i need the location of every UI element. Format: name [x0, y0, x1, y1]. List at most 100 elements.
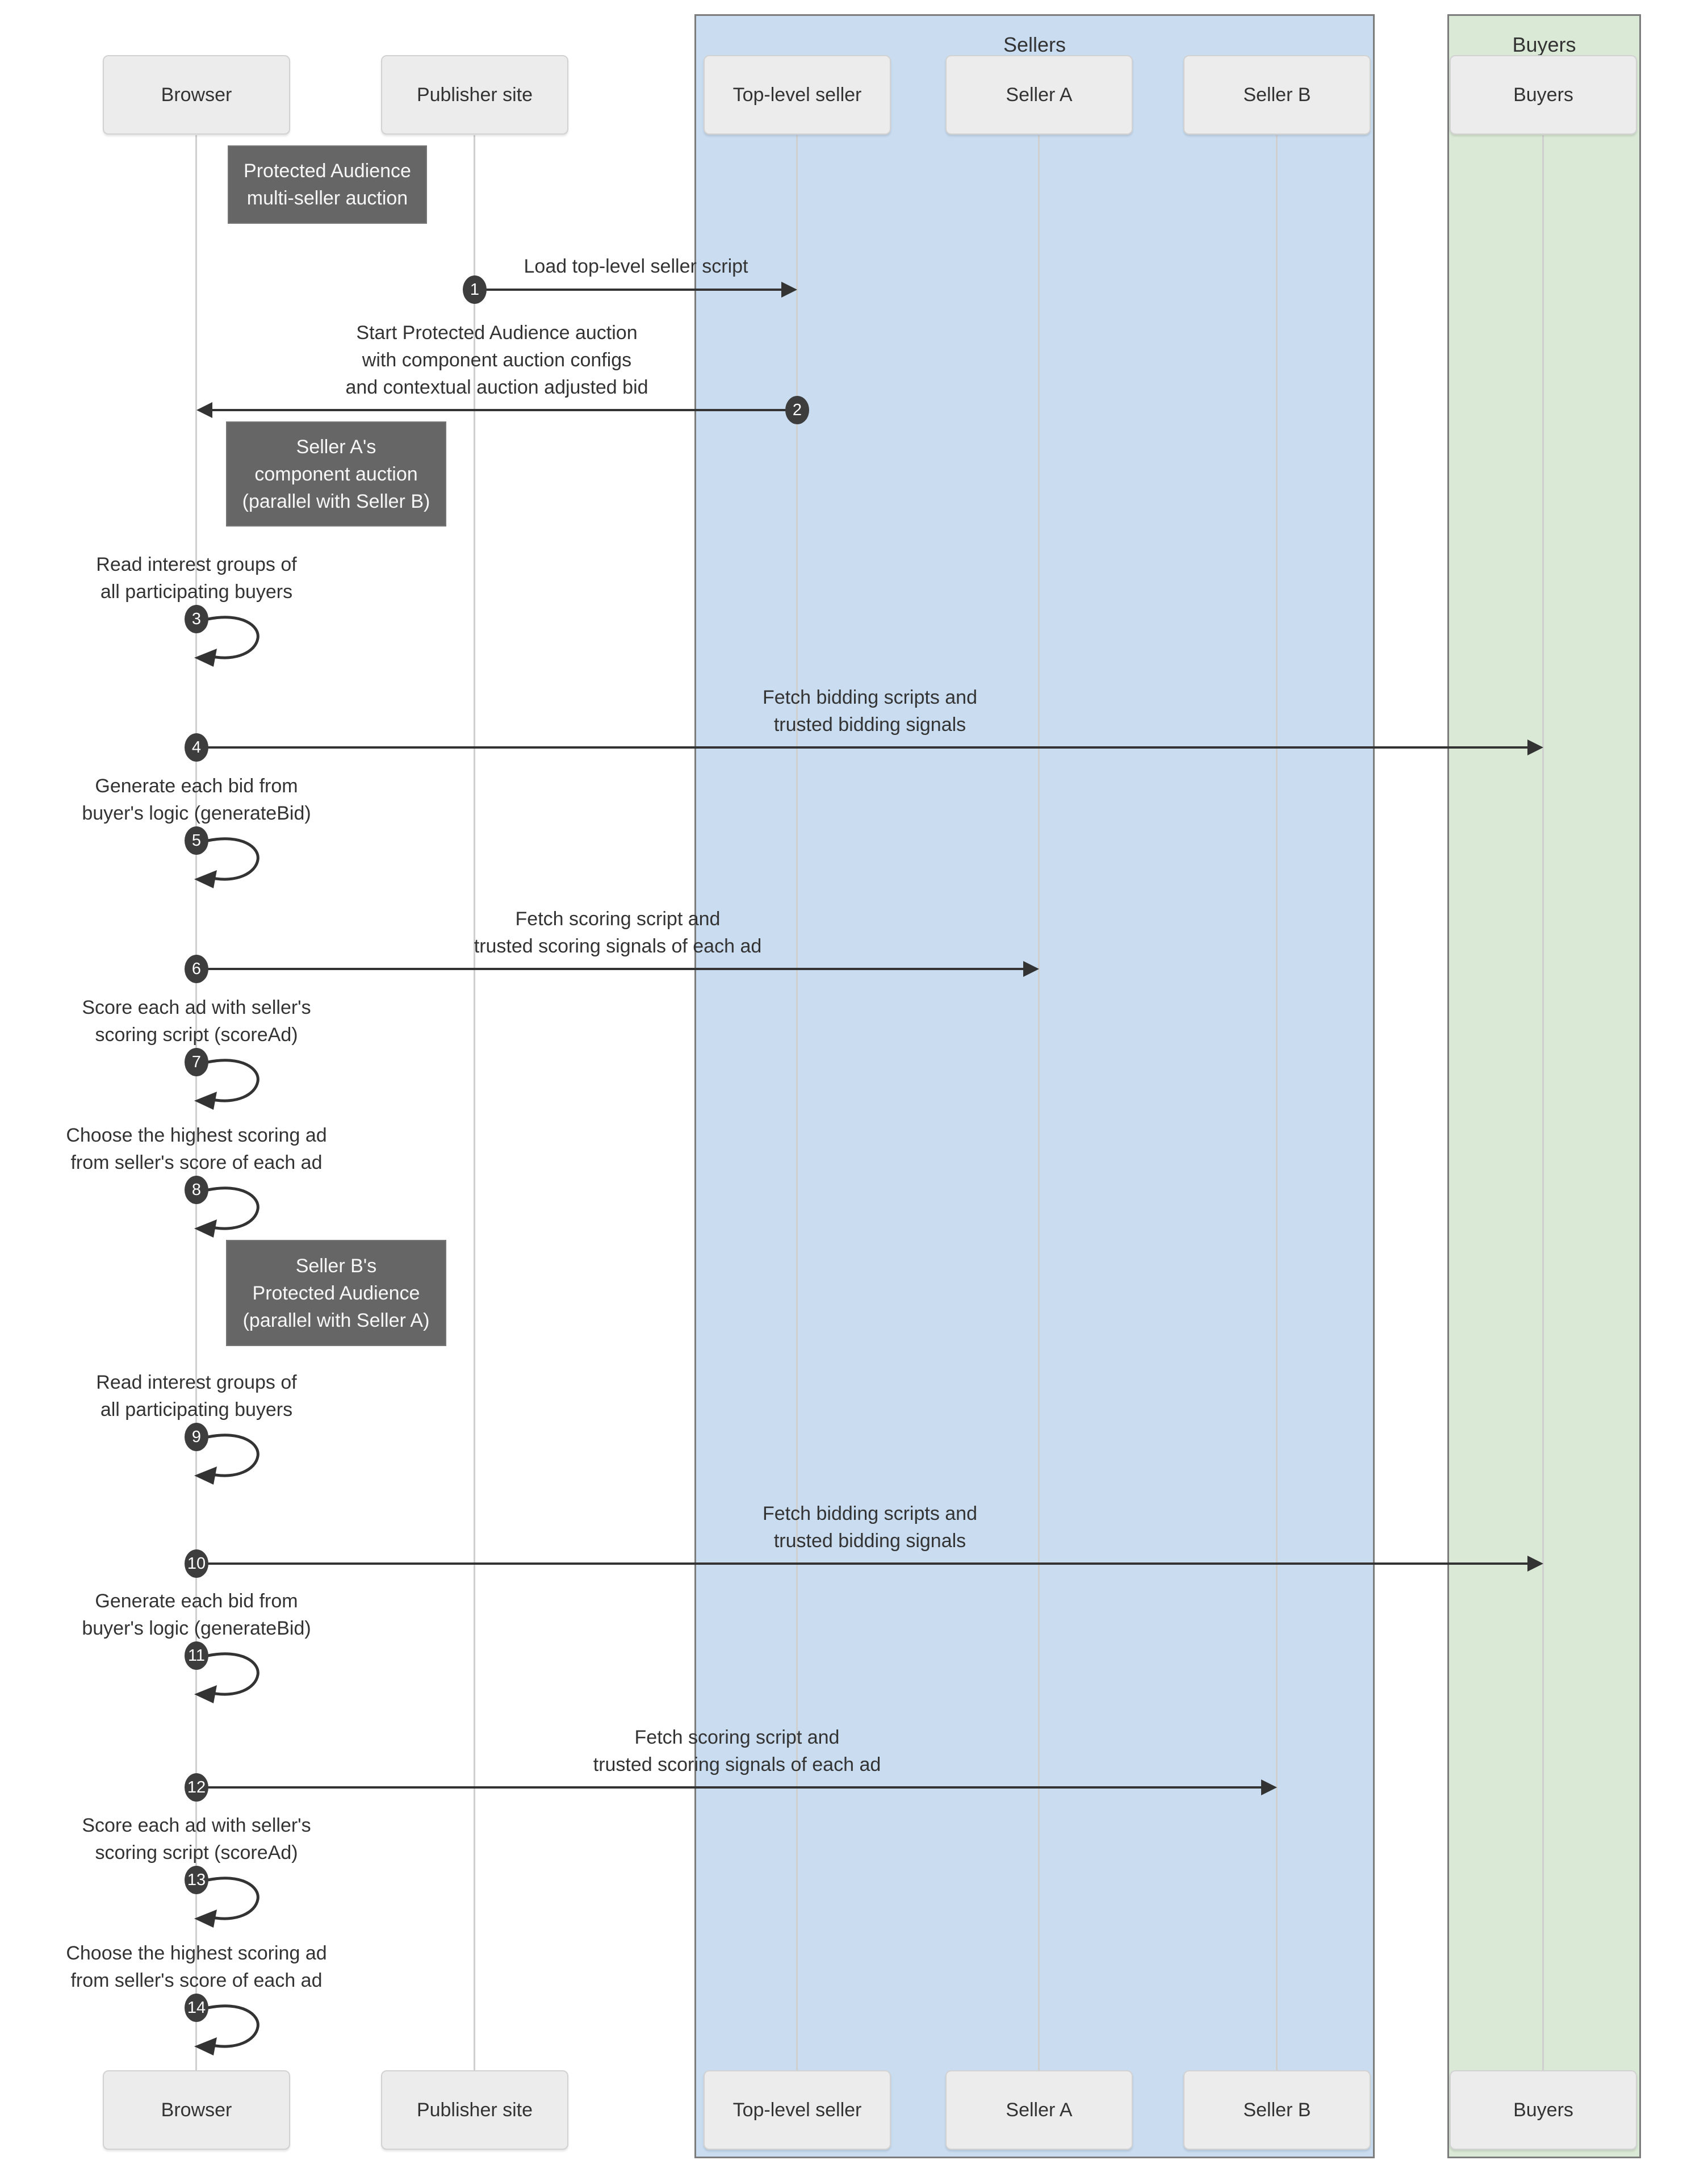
- participant-buyers-bottom: Buyers: [1450, 2070, 1637, 2150]
- message-1-arrowhead: [781, 282, 797, 298]
- message-3-label: Read interest groups of all participatin…: [96, 551, 296, 605]
- participant-buyers-top: Buyers: [1450, 55, 1637, 135]
- lifeline-seller-a: [1038, 135, 1040, 2070]
- message-10-arrowhead: [1527, 1556, 1543, 1572]
- message-1-line: [475, 289, 781, 291]
- message-2-line: [212, 409, 797, 411]
- note-seller-b-protected-audience: Seller B's Protected Audience (parallel …: [226, 1240, 446, 1346]
- message-5-badge: 5: [185, 826, 208, 855]
- message-11-self-loop: [194, 1652, 259, 1703]
- message-9-label: Read interest groups of all participatin…: [96, 1369, 296, 1423]
- message-7-label: Score each ad with seller's scoring scri…: [82, 994, 311, 1048]
- message-2-label-line: and contextual auction adjusted bid: [345, 377, 648, 398]
- message-5-self-loop: [194, 837, 259, 888]
- message-4-label-line: Fetch bidding scripts and: [763, 687, 977, 708]
- participant-publisher-site-top: Publisher site: [381, 55, 568, 135]
- message-7-label-line: Score each ad with seller's: [82, 997, 311, 1018]
- note-line: Seller B's: [295, 1255, 377, 1277]
- message-7-label-line: scoring script (scoreAd): [95, 1024, 298, 1046]
- message-12-badge: 12: [185, 1773, 208, 1802]
- note-protected-audience-auction: Protected Audience multi-seller auction: [228, 145, 427, 224]
- message-12-line: [196, 1786, 1261, 1789]
- message-13-label-line: scoring script (scoreAd): [95, 1842, 298, 1864]
- message-10-label: Fetch bidding scripts and trusted biddin…: [763, 1500, 977, 1555]
- message-1-badge: 1: [463, 275, 487, 304]
- message-3-label-line: Read interest groups of: [96, 554, 297, 575]
- lifeline-browser: [195, 135, 197, 2070]
- message-1-label: Load top-level seller script: [524, 253, 748, 280]
- group-sellers-label: Sellers: [1003, 33, 1066, 56]
- group-buyers-label: Buyers: [1512, 33, 1576, 56]
- lifeline-buyers: [1542, 135, 1544, 2070]
- participant-seller-b-top: Seller B: [1183, 55, 1371, 135]
- message-4-label: Fetch bidding scripts and trusted biddin…: [763, 684, 977, 738]
- message-6-label: Fetch scoring script and trusted scoring…: [474, 905, 762, 960]
- participant-top-level-seller-top: Top-level seller: [704, 55, 891, 135]
- note-line: multi-seller auction: [246, 187, 408, 209]
- message-6-label-line: Fetch scoring script and: [515, 908, 721, 930]
- message-10-line: [196, 1562, 1527, 1565]
- message-13-label-line: Score each ad with seller's: [82, 1815, 311, 1836]
- participant-seller-b-bottom: Seller B: [1183, 2070, 1371, 2150]
- message-5-label-line: buyer's logic (generateBid): [82, 803, 311, 824]
- message-3-badge: 3: [185, 605, 208, 633]
- message-2-label-line: Start Protected Audience auction: [356, 322, 638, 344]
- participant-seller-a-top: Seller A: [945, 55, 1133, 135]
- message-11-label-line: buyer's logic (generateBid): [82, 1618, 311, 1639]
- message-4-label-line: trusted bidding signals: [773, 714, 966, 736]
- note-line: Seller A's: [296, 436, 376, 458]
- message-14-badge: 14: [185, 1994, 208, 2022]
- message-3-self-loop: [194, 616, 259, 667]
- message-10-label-line: Fetch bidding scripts and: [763, 1503, 977, 1524]
- message-2-label: Start Protected Audience auction with co…: [345, 319, 648, 401]
- message-13-badge: 13: [185, 1866, 208, 1894]
- message-9-badge: 9: [185, 1423, 208, 1451]
- message-6-arrowhead: [1023, 961, 1039, 977]
- message-9-label-line: all participating buyers: [100, 1399, 293, 1420]
- lifeline-top-level-seller: [796, 135, 798, 2070]
- group-sellers: Sellers: [694, 14, 1375, 2158]
- message-7-badge: 7: [185, 1048, 208, 1076]
- lifeline-seller-b: [1276, 135, 1278, 2070]
- message-9-self-loop: [194, 1434, 259, 1485]
- participant-publisher-site-bottom: Publisher site: [381, 2070, 568, 2150]
- message-12-label-line: trusted scoring signals of each ad: [593, 1754, 881, 1775]
- message-14-label: Choose the highest scoring ad from selle…: [66, 1940, 326, 1994]
- message-2-badge: 2: [785, 396, 809, 424]
- message-13-self-loop: [194, 1877, 259, 1928]
- message-1-label-line: Load top-level seller script: [524, 256, 748, 277]
- message-11-label: Generate each bid from buyer's logic (ge…: [82, 1587, 311, 1642]
- note-line: (parallel with Seller B): [242, 490, 430, 512]
- message-12-label: Fetch scoring script and trusted scoring…: [593, 1724, 881, 1778]
- note-line: Protected Audience: [252, 1282, 420, 1304]
- message-13-label: Score each ad with seller's scoring scri…: [82, 1812, 311, 1866]
- note-seller-a-component-auction: Seller A's component auction (parallel w…: [226, 421, 446, 527]
- participant-seller-a-bottom: Seller A: [945, 2070, 1133, 2150]
- message-5-label: Generate each bid from buyer's logic (ge…: [82, 772, 311, 827]
- message-2-label-line: with component auction configs: [362, 349, 632, 371]
- participant-top-level-seller-bottom: Top-level seller: [704, 2070, 891, 2150]
- message-6-line: [196, 968, 1023, 970]
- message-3-label-line: all participating buyers: [100, 581, 293, 603]
- message-8-label: Choose the highest scoring ad from selle…: [66, 1122, 326, 1176]
- note-line: (parallel with Seller A): [242, 1309, 430, 1331]
- message-5-label-line: Generate each bid from: [95, 775, 298, 797]
- message-2-arrowhead: [196, 402, 212, 418]
- group-buyers: Buyers: [1447, 14, 1641, 2158]
- participant-browser-top: Browser: [103, 55, 290, 135]
- message-6-label-line: trusted scoring signals of each ad: [474, 935, 762, 957]
- message-14-self-loop: [194, 2004, 259, 2055]
- message-12-arrowhead: [1261, 1779, 1277, 1795]
- message-11-badge: 11: [185, 1641, 208, 1670]
- message-8-label-line: from seller's score of each ad: [70, 1152, 323, 1173]
- message-9-label-line: Read interest groups of: [96, 1372, 297, 1393]
- message-8-label-line: Choose the highest scoring ad: [66, 1125, 327, 1146]
- message-14-label-line: from seller's score of each ad: [70, 1970, 323, 1991]
- message-4-arrowhead: [1527, 739, 1543, 755]
- note-line: component auction: [254, 463, 418, 485]
- participant-browser-bottom: Browser: [103, 2070, 290, 2150]
- message-4-badge: 4: [185, 733, 208, 762]
- message-10-badge: 10: [185, 1549, 208, 1578]
- message-4-line: [196, 746, 1527, 749]
- message-11-label-line: Generate each bid from: [95, 1590, 298, 1612]
